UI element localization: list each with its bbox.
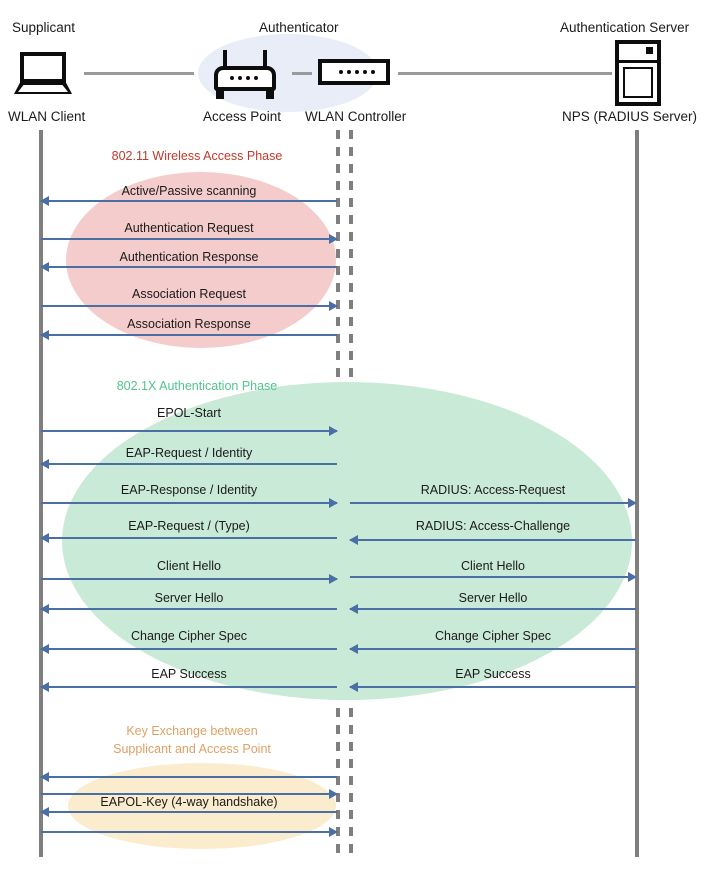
connector-controller-server bbox=[398, 72, 612, 75]
message-arrow bbox=[40, 807, 337, 817]
message-arrow bbox=[40, 459, 337, 469]
access-point-icon bbox=[214, 50, 276, 99]
message-arrow bbox=[40, 682, 337, 692]
lifeline-authentication-server bbox=[635, 130, 639, 857]
message-label: Server Hello bbox=[154, 591, 224, 605]
role-label-authentication-server: Authentication Server bbox=[560, 20, 690, 35]
message-arrow bbox=[40, 196, 337, 206]
message-label: Association Request bbox=[132, 287, 246, 301]
message-label: RADIUS: Access-Request bbox=[420, 483, 566, 497]
actor-label-nps-radius-server: NPS (RADIUS Server) bbox=[562, 109, 698, 124]
phase-caption-wireless-access: 802.11 Wireless Access Phase bbox=[111, 149, 283, 163]
message-label: Server Hello bbox=[458, 591, 528, 605]
message-label: EAP-Response / Identity bbox=[120, 483, 258, 497]
message-arrow bbox=[40, 262, 337, 272]
message-arrow bbox=[41, 827, 338, 837]
actor-label-wlan-controller: WLAN Controller bbox=[305, 109, 407, 124]
message-arrow bbox=[40, 533, 337, 543]
message-label: Change Cipher Spec bbox=[434, 629, 552, 643]
message-arrow bbox=[40, 772, 337, 782]
message-arrow bbox=[349, 644, 636, 654]
role-label-supplicant: Supplicant bbox=[12, 20, 76, 35]
message-label: EAP Success bbox=[151, 667, 227, 681]
message-label: Authentication Request bbox=[124, 221, 254, 235]
message-label: Association Response bbox=[127, 317, 251, 331]
message-label: EPOL-Start bbox=[157, 406, 221, 420]
role-label-authenticator: Authenticator bbox=[259, 20, 339, 35]
server-icon bbox=[615, 40, 661, 106]
message-arrow bbox=[41, 789, 338, 799]
message-label: EAPOL-Key (4-way handshake) bbox=[100, 795, 278, 809]
message-label: EAP-Request / (Type) bbox=[128, 519, 250, 533]
message-label: EAP Success bbox=[455, 667, 531, 681]
message-label: Active/Passive scanning bbox=[121, 184, 257, 198]
message-label: Authentication Response bbox=[119, 250, 259, 264]
actor-label-access-point: Access Point bbox=[203, 109, 282, 124]
phase-caption-key-exchange: Key Exchange between Supplicant and Acce… bbox=[113, 724, 271, 757]
message-label: RADIUS: Access-Challenge bbox=[415, 519, 571, 533]
message-arrow bbox=[40, 330, 337, 340]
message-label: Client Hello bbox=[157, 559, 221, 573]
laptop-icon bbox=[14, 52, 72, 94]
message-arrow bbox=[41, 426, 338, 436]
wlan-controller-icon bbox=[318, 59, 390, 85]
message-label: Client Hello bbox=[461, 559, 525, 573]
lifeline-supplicant bbox=[39, 130, 43, 857]
message-label: EAP-Request / Identity bbox=[125, 446, 253, 460]
connector-ap-controller bbox=[292, 72, 312, 75]
phase-caption-dot1x-auth: 802.1X Authentication Phase bbox=[116, 379, 278, 393]
message-arrow bbox=[41, 234, 338, 244]
message-arrow bbox=[40, 644, 337, 654]
connector-client-ap bbox=[84, 72, 194, 75]
message-arrow bbox=[41, 498, 338, 508]
message-arrow bbox=[349, 535, 636, 545]
message-arrow bbox=[349, 604, 636, 614]
message-arrow bbox=[349, 682, 636, 692]
message-label: Change Cipher Spec bbox=[130, 629, 248, 643]
message-arrow bbox=[350, 572, 637, 582]
phase-blob-dot1x-auth bbox=[62, 382, 632, 700]
message-arrow bbox=[350, 498, 637, 508]
message-arrow bbox=[41, 574, 338, 584]
actor-label-wlan-client: WLAN Client bbox=[8, 109, 86, 124]
message-arrow bbox=[40, 604, 337, 614]
message-arrow bbox=[41, 301, 338, 311]
